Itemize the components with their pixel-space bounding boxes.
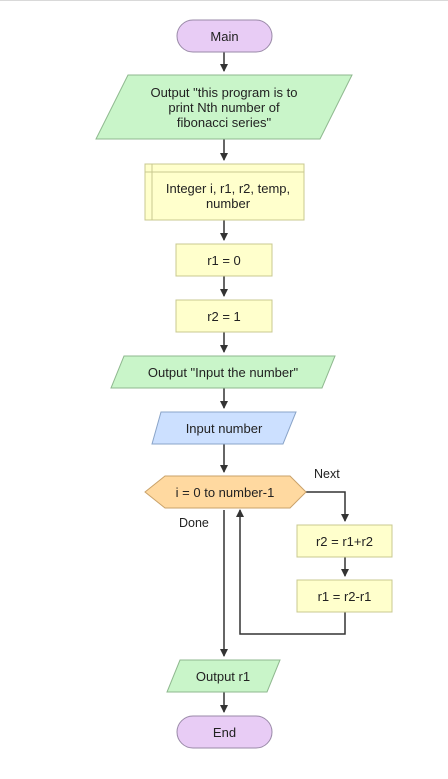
loop-next-label: Next <box>314 467 340 481</box>
output-intro-shape <box>95 74 353 140</box>
end-terminal-shape <box>176 715 273 749</box>
assign-r2-shape <box>175 299 273 333</box>
input-shape <box>151 411 297 445</box>
connector-loop-next <box>306 491 349 522</box>
connector-loop-back <box>236 509 346 635</box>
body-r1-shape <box>296 579 393 613</box>
assign-r1-shape <box>175 243 273 277</box>
output-prompt-shape <box>110 355 336 389</box>
declare-shape <box>144 163 305 221</box>
loop-shape <box>144 475 307 509</box>
output-result-shape <box>166 659 281 693</box>
body-r2-shape <box>296 524 393 558</box>
loop-done-label: Done <box>179 516 209 530</box>
main-terminal-shape <box>176 19 273 53</box>
